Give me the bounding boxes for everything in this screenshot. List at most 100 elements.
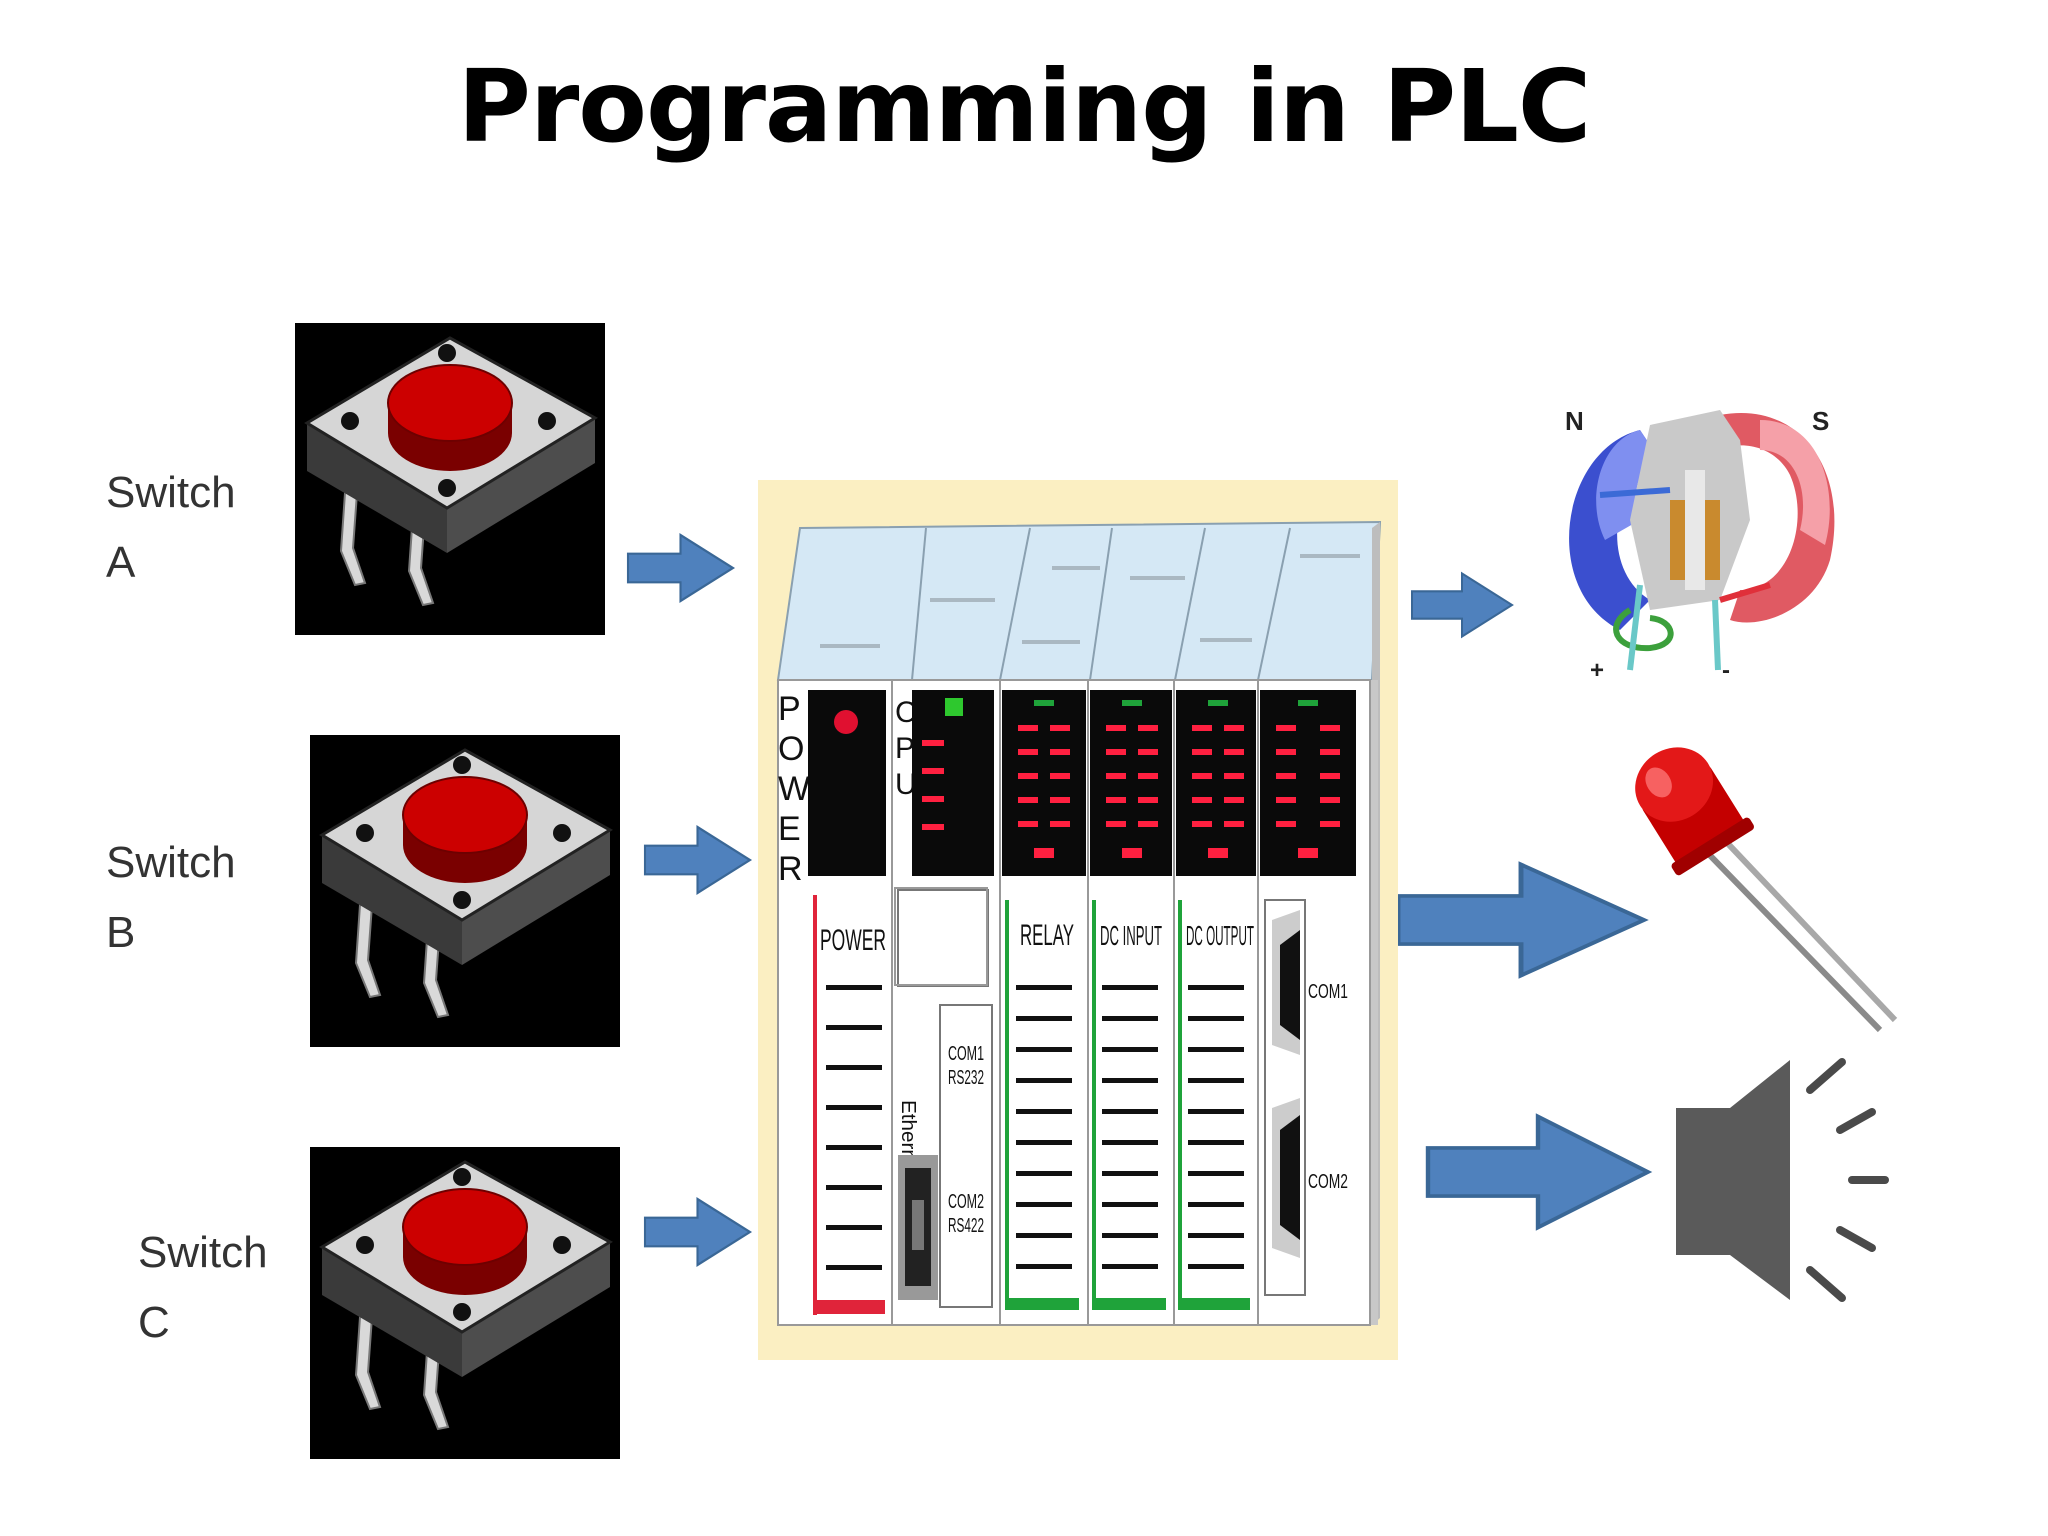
switch-a-pushbutton-icon <box>293 321 607 637</box>
terminal-line <box>1016 1202 1072 1207</box>
io-terminal-lines <box>1016 985 1244 1269</box>
io-led <box>1122 848 1142 858</box>
led-icon <box>1635 747 1898 1033</box>
rs232-label: RS232 <box>948 1067 984 1089</box>
arrow-right-icon <box>643 1197 752 1267</box>
terminal-line <box>1016 1078 1072 1083</box>
terminal-line <box>1102 1233 1158 1238</box>
io-led <box>1276 821 1296 827</box>
terminal-line <box>1188 1140 1244 1145</box>
arrow-right-icon <box>643 825 752 895</box>
switch-a-word: Switch <box>106 468 236 517</box>
io-led <box>1050 749 1070 755</box>
relay-module-label: RELAY <box>1020 919 1074 952</box>
power-terminal-lines <box>826 985 882 1270</box>
power-led-icon <box>834 710 858 734</box>
terminal-line <box>1102 1264 1158 1269</box>
cpu-card-slot <box>897 889 989 987</box>
terminal-line <box>826 1025 882 1030</box>
arrow-right-icon <box>1398 865 1644 976</box>
io-led <box>1276 773 1296 779</box>
cpu-led-icon <box>945 698 963 716</box>
terminal-line <box>1016 1109 1072 1114</box>
cpu-letter: P <box>895 732 915 765</box>
cpu-letter: C <box>895 696 917 729</box>
terminal-line <box>1016 1171 1072 1176</box>
terminal-line <box>1188 1016 1244 1021</box>
relay-module: RELAY <box>1005 900 1079 1310</box>
terminal-line <box>1188 985 1244 990</box>
status-led <box>1298 700 1318 706</box>
arrow-right-icon <box>626 533 735 603</box>
dc-output-module: DC OUTPUT <box>1178 900 1254 1310</box>
power-letter: O <box>778 730 804 768</box>
power-module-label: POWER <box>820 924 886 957</box>
terminal-line <box>1102 985 1158 990</box>
power-letter: R <box>778 850 803 888</box>
terminal-line <box>1102 1078 1158 1083</box>
io-led-array <box>1018 700 1340 858</box>
io-led <box>1192 821 1212 827</box>
switch-b-letter: B <box>106 908 136 957</box>
io-led <box>1276 797 1296 803</box>
io-led <box>1106 797 1126 803</box>
io-led <box>1320 773 1340 779</box>
terminal-line <box>1016 1140 1072 1145</box>
motor-plus-label: + <box>1590 657 1604 684</box>
io-led <box>1106 773 1126 779</box>
status-led <box>1122 700 1142 706</box>
terminal-line <box>1188 1264 1244 1269</box>
io-led <box>1138 821 1158 827</box>
io-led <box>1138 797 1158 803</box>
io-led <box>1106 749 1126 755</box>
power-vertical-label: P O W E R <box>778 690 810 888</box>
terminal-line <box>826 1105 882 1110</box>
io-led <box>1138 773 1158 779</box>
cpu-letter: U <box>895 768 917 801</box>
io-led <box>1050 725 1070 731</box>
switch-c-letter: C <box>138 1298 170 1347</box>
terminal-line <box>1188 1233 1244 1238</box>
switch-b-label: Switch B <box>106 828 236 968</box>
io-led <box>1106 725 1126 731</box>
arrow-right-icon <box>1428 1117 1648 1228</box>
io-led <box>1320 725 1340 731</box>
terminal-line <box>1102 1047 1158 1052</box>
switch-b-word: Switch <box>106 838 236 887</box>
terminal-line <box>1188 1109 1244 1114</box>
plc-display-panels <box>808 690 1356 876</box>
io-led <box>1192 749 1212 755</box>
terminal-line <box>826 1265 882 1270</box>
switch-b-pushbutton-icon <box>308 733 622 1049</box>
terminal-line <box>1102 1140 1158 1145</box>
terminal-line <box>826 1065 882 1070</box>
io-led <box>1106 821 1126 827</box>
terminal-line <box>1016 1233 1072 1238</box>
terminal-line <box>1016 985 1072 990</box>
switch-c-pushbutton-icon <box>308 1145 622 1461</box>
switch-c-label: Switch C <box>138 1218 268 1358</box>
dc-motor-icon: N S + - <box>1565 406 1835 684</box>
io-led <box>1050 797 1070 803</box>
io-led <box>1298 848 1318 858</box>
arrow-right-icon <box>1410 572 1514 638</box>
io-led <box>1018 773 1038 779</box>
io-led <box>1224 821 1244 827</box>
status-led <box>1208 700 1228 706</box>
io-led <box>1320 797 1340 803</box>
io-led <box>1276 749 1296 755</box>
terminal-line <box>1102 1171 1158 1176</box>
terminal-line <box>1188 1047 1244 1052</box>
io-led <box>1192 773 1212 779</box>
terminal-line <box>1016 1047 1072 1052</box>
io-led <box>1276 725 1296 731</box>
io-led <box>1224 797 1244 803</box>
terminal-line <box>1016 1264 1072 1269</box>
io-led <box>1224 773 1244 779</box>
power-letter: E <box>778 810 801 848</box>
io-led <box>1050 773 1070 779</box>
terminal-line <box>1102 1016 1158 1021</box>
dc-input-module-label: DC INPUT <box>1100 920 1162 951</box>
com2-label: COM2 <box>948 1191 984 1213</box>
page-title: Programming in PLC <box>457 48 1592 165</box>
